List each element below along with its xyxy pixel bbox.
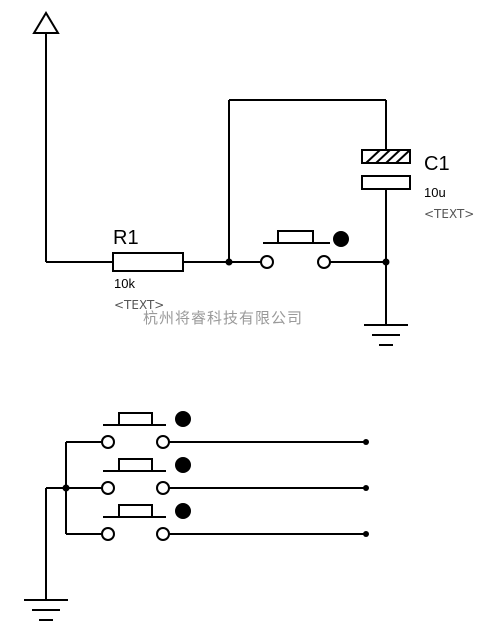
resistor-r1 <box>112 252 184 272</box>
row2-end-dot <box>363 485 369 491</box>
button-row1-indicator <box>175 411 191 427</box>
button-top-terminal-left <box>260 255 274 269</box>
button-row2-terminal-left <box>101 481 115 495</box>
row1-end-dot <box>363 439 369 445</box>
button-row2-terminal-right <box>156 481 170 495</box>
button-row1-cap <box>118 412 153 426</box>
button-row1-terminal-right <box>156 435 170 449</box>
junction-bottom-node <box>62 484 70 492</box>
watermark-text: 杭州将睿科技有限公司 <box>143 309 303 327</box>
row3-end-dot <box>363 531 369 537</box>
junction-cap-node <box>382 258 390 266</box>
resistor-ref-label: R1 <box>113 227 139 249</box>
button-row3-terminal-right <box>156 527 170 541</box>
resistor-value-label: 10k <box>114 276 135 291</box>
resistor-tag-label: <TEXT> <box>114 298 164 312</box>
button-row1-terminal-left <box>101 435 115 449</box>
button-top-terminal-right <box>317 255 331 269</box>
button-row3-terminal-left <box>101 527 115 541</box>
capacitor-tag-label: <TEXT> <box>424 207 474 221</box>
button-row3-cap <box>118 504 153 518</box>
capacitor-value-label: 10u <box>424 185 446 200</box>
button-row2-cap <box>118 458 153 472</box>
capacitor-plate-bottom <box>361 175 411 190</box>
button-top-indicator <box>333 231 349 247</box>
button-row3-indicator <box>175 503 191 519</box>
button-top-cap <box>277 230 314 244</box>
junction-r1-node <box>225 258 233 266</box>
vcc-arrow-icon <box>32 11 60 34</box>
capacitor-ref-label: C1 <box>424 153 450 175</box>
button-row2-indicator <box>175 457 191 473</box>
